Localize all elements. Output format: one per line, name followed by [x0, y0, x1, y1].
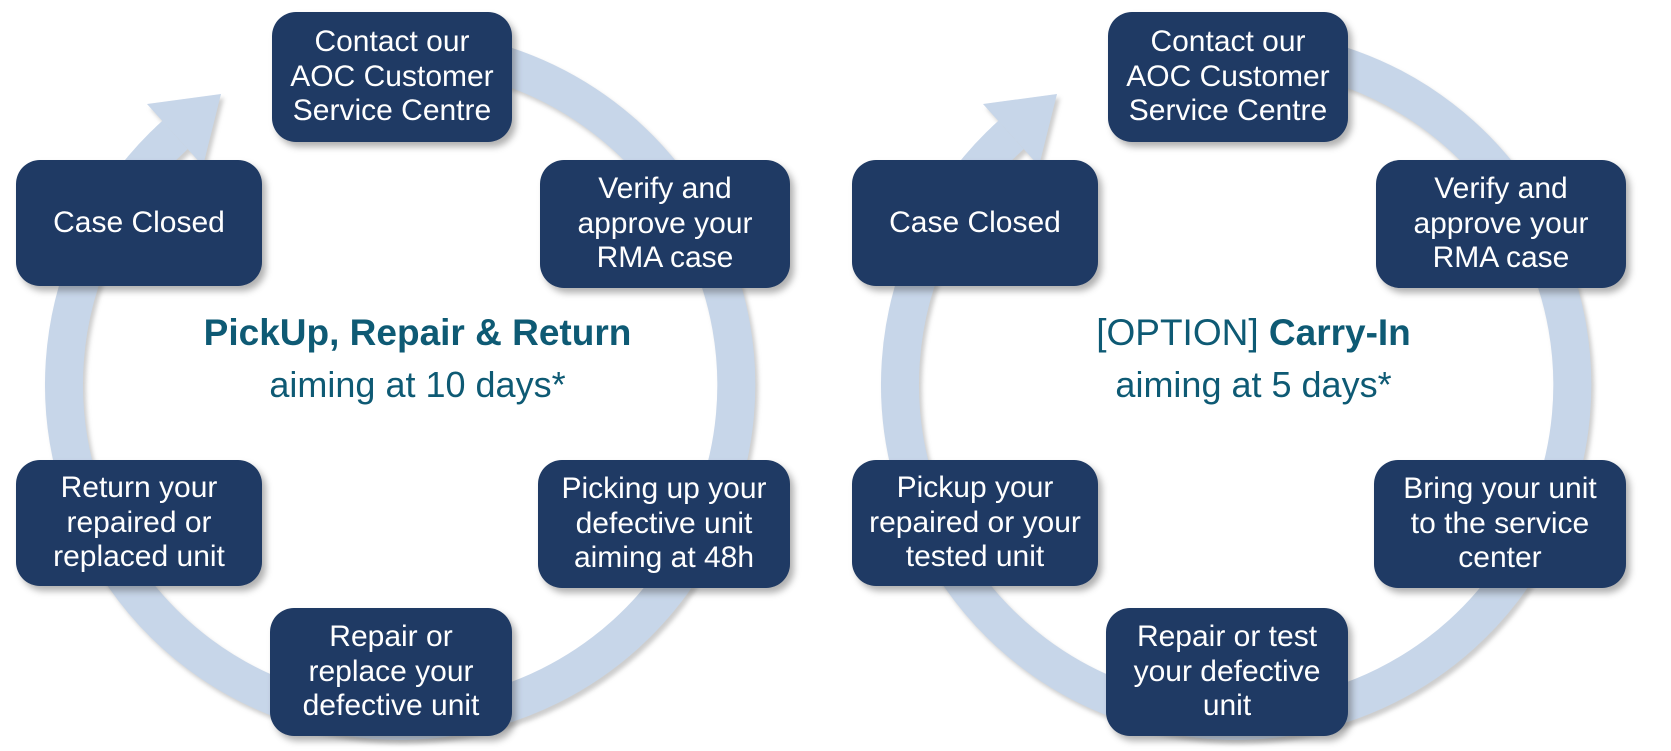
- cycle-center-text: [OPTION] Carry-In aiming at 5 days*: [884, 312, 1624, 406]
- cycle-arrow-ring: [881, 29, 1592, 740]
- step-label: Verify and approve your RMA case: [1413, 171, 1589, 275]
- step-label: Repair or replace your defective unit: [302, 619, 480, 723]
- cycle-title: [OPTION] Carry-In: [884, 312, 1624, 354]
- step-repair-test-unit: Repair or test your defective unit: [1106, 608, 1348, 736]
- step-repair-replace-unit: Repair or replace your defective unit: [270, 608, 512, 736]
- cycle-subtitle: aiming at 10 days*: [269, 364, 566, 405]
- step-label: Return your repaired or replaced unit: [53, 470, 225, 574]
- diagram-carry-in: Contact our AOC Customer Service Centre …: [836, 0, 1671, 751]
- step-label: Case Closed: [889, 205, 1061, 239]
- step-label: Verify and approve your RMA case: [577, 171, 753, 275]
- step-contact-service-centre: Contact our AOC Customer Service Centre: [1108, 12, 1348, 142]
- cycle-title: PickUp, Repair & Return: [48, 312, 788, 354]
- step-verify-rma: Verify and approve your RMA case: [1376, 160, 1626, 288]
- step-bring-unit: Bring your unit to the service center: [1374, 460, 1626, 588]
- cycle-arrowhead-icon: [983, 94, 1057, 166]
- step-verify-rma: Verify and approve your RMA case: [540, 160, 790, 288]
- cycle-subtitle: aiming at 5 days*: [1115, 364, 1392, 405]
- step-label: Contact our AOC Customer Service Centre: [290, 24, 494, 128]
- cycle-ring-arc: [881, 29, 1592, 740]
- step-label: Repair or test your defective unit: [1133, 619, 1321, 723]
- cycle-title-prefix: [OPTION]: [1096, 312, 1269, 353]
- cycle-ring-arc: [45, 29, 756, 740]
- step-pickup-defective-unit: Picking up your defective unit aiming at…: [538, 460, 790, 588]
- step-pickup-tested-unit: Pickup your repaired or your tested unit: [852, 460, 1098, 586]
- step-return-unit: Return your repaired or replaced unit: [16, 460, 262, 586]
- cycle-arrow-ring: [45, 29, 756, 740]
- step-label: Contact our AOC Customer Service Centre: [1126, 24, 1330, 128]
- step-label: Bring your unit to the service center: [1403, 471, 1597, 575]
- step-case-closed: Case Closed: [16, 160, 262, 286]
- step-contact-service-centre: Contact our AOC Customer Service Centre: [272, 12, 512, 142]
- step-case-closed: Case Closed: [852, 160, 1098, 286]
- cycle-center-text: PickUp, Repair & Return aiming at 10 day…: [48, 312, 788, 406]
- cycle-title-bold: PickUp, Repair & Return: [203, 312, 632, 353]
- cycle-title-bold: Carry-In: [1268, 312, 1411, 353]
- step-label: Pickup your repaired or your tested unit: [869, 470, 1081, 574]
- step-label: Case Closed: [53, 205, 225, 239]
- diagram-pickup-repair-return: Contact our AOC Customer Service Centre …: [0, 0, 835, 751]
- step-label: Picking up your defective unit aiming at…: [561, 471, 767, 575]
- cycle-arrowhead-icon: [147, 94, 221, 166]
